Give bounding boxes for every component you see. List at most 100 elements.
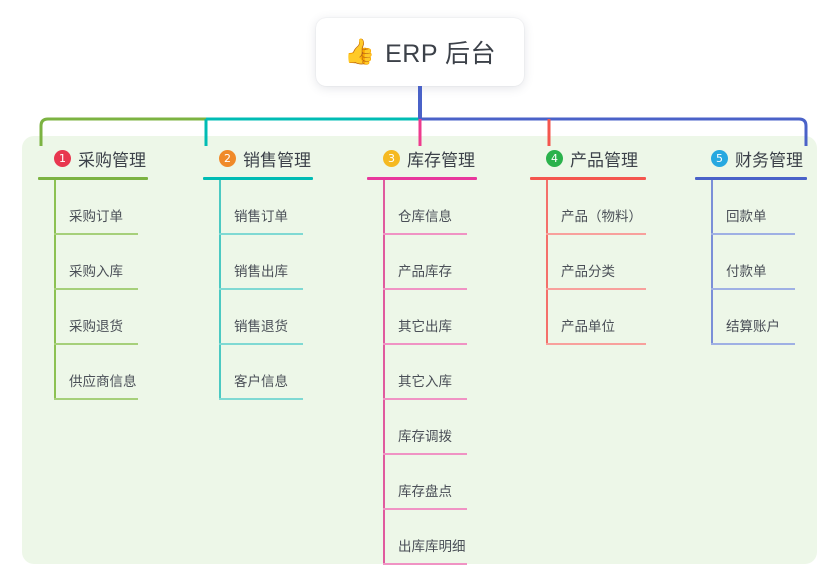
item-label: 出库库明细 [398,539,466,554]
item-rule [54,233,138,235]
list-item[interactable]: 库存盘点 [383,455,517,510]
column-rule [530,177,646,180]
item-rule [711,288,795,290]
column-badge-icon: 3 [383,149,400,167]
list-item[interactable]: 采购退货 [54,290,188,345]
item-label: 供应商信息 [69,374,137,389]
column-title: 采购管理 [78,150,146,170]
list-item[interactable]: 回款单 [711,180,825,235]
list-item[interactable]: 销售退货 [219,290,353,345]
column-items-sales: 销售订单销售出库销售退货客户信息 [203,180,353,400]
list-item[interactable]: 仓库信息 [383,180,517,235]
item-spine [54,235,56,290]
item-label: 采购退货 [69,319,123,334]
item-label: 库存调拨 [398,429,452,444]
item-spine [383,510,385,565]
item-spine [383,400,385,455]
item-spine [546,180,548,235]
list-item[interactable]: 产品库存 [383,235,517,290]
item-label: 客户信息 [234,374,288,389]
item-spine [383,345,385,400]
item-spine [383,235,385,290]
item-label: 回款单 [726,209,767,224]
item-label: 产品库存 [398,264,452,279]
list-item[interactable]: 销售订单 [219,180,353,235]
item-rule [54,398,138,400]
item-spine [711,290,713,345]
item-rule [546,343,646,345]
item-rule [383,288,467,290]
column-items-inventory: 仓库信息产品库存其它出库其它入库库存调拨库存盘点出库库明细 [367,180,517,565]
item-spine [219,180,221,235]
item-label: 产品（物料） [561,209,642,224]
item-spine [383,180,385,235]
list-item[interactable]: 出库库明细 [383,510,517,565]
root-node[interactable]: 👍 ERP 后台 [316,18,524,86]
list-item[interactable]: 库存调拨 [383,400,517,455]
item-label: 仓库信息 [398,209,452,224]
list-item[interactable]: 其它出库 [383,290,517,345]
column-rule [367,177,477,180]
column-title: 产品管理 [570,150,638,170]
item-label: 库存盘点 [398,484,452,499]
thumbs-up-icon: 👍 [343,37,376,66]
item-rule [546,288,646,290]
list-item[interactable]: 产品（物料） [546,180,690,235]
item-spine [711,180,713,235]
list-item[interactable]: 销售出库 [219,235,353,290]
item-label: 采购订单 [69,209,123,224]
item-rule [383,508,467,510]
item-label: 付款单 [726,264,767,279]
item-rule [383,343,467,345]
root-node-label: ERP 后台 [385,40,497,68]
list-item[interactable]: 产品单位 [546,290,690,345]
item-spine [54,180,56,235]
item-rule [219,233,303,235]
column-title: 财务管理 [735,150,803,170]
list-item[interactable]: 采购入库 [54,235,188,290]
list-item[interactable]: 产品分类 [546,235,690,290]
column-header-inventory[interactable]: 3 库存管理 [367,146,517,170]
column-rule [203,177,313,180]
item-label: 销售订单 [234,209,288,224]
column-title: 库存管理 [407,150,475,170]
item-label: 结算账户 [726,319,780,334]
list-item[interactable]: 客户信息 [219,345,353,400]
column-header-finance[interactable]: 5 财务管理 [695,146,825,170]
list-item[interactable]: 其它入库 [383,345,517,400]
column-badge-icon: 5 [711,149,728,167]
list-item[interactable]: 付款单 [711,235,825,290]
item-spine [383,290,385,345]
item-spine [546,235,548,290]
column-items-product: 产品（物料） 产品分类产品单位 [530,180,690,345]
item-spine [383,455,385,510]
item-rule [219,398,303,400]
item-spine [54,290,56,345]
item-label: 产品单位 [561,319,615,334]
item-spine [546,290,548,345]
item-rule [219,288,303,290]
item-rule [54,343,138,345]
item-rule [54,288,138,290]
column-items-finance: 回款单付款单结算账户 [695,180,825,345]
column-product: 4 产品管理产品（物料） 产品分类产品单位 [530,146,690,345]
list-item[interactable]: 结算账户 [711,290,825,345]
item-spine [219,345,221,400]
item-spine [219,235,221,290]
column-badge-icon: 4 [546,149,563,167]
item-rule [546,233,646,235]
item-label: 产品分类 [561,264,615,279]
column-inventory: 3 库存管理仓库信息产品库存其它出库其它入库库存调拨库存盘点出库库明细 [367,146,517,565]
list-item[interactable]: 供应商信息 [54,345,188,400]
item-rule [383,398,467,400]
column-header-product[interactable]: 4 产品管理 [530,146,690,170]
item-spine [219,290,221,345]
item-rule [711,233,795,235]
list-item[interactable]: 采购订单 [54,180,188,235]
item-rule [383,233,467,235]
column-rule [695,177,807,180]
